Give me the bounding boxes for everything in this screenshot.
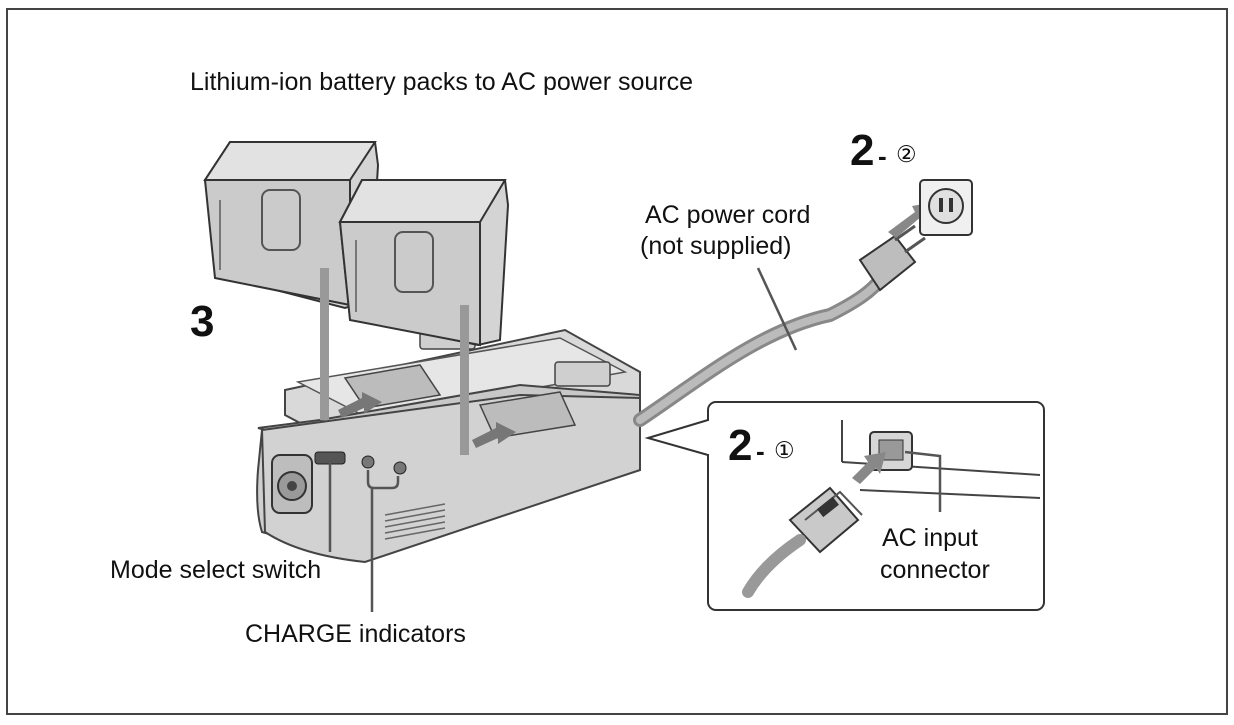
wall-outlet-icon xyxy=(919,179,973,236)
step-2-1-number: 2 xyxy=(728,421,752,470)
step-2-2-circle: ② xyxy=(896,141,917,167)
charge-indicators-label: CHARGE indicators xyxy=(245,620,466,648)
ac-input-label-1: AC input xyxy=(882,524,978,552)
mode-switch-label: Mode select switch xyxy=(110,556,321,584)
step-2-1-sep: - xyxy=(756,436,765,466)
ac-inlet-inset xyxy=(644,401,1045,611)
battery-guide-right xyxy=(460,305,469,455)
step-3-label: 3 xyxy=(190,297,214,346)
step-2-2-sep: - xyxy=(878,141,887,171)
diagram-frame xyxy=(6,8,1228,715)
battery-pack-icon xyxy=(203,141,510,347)
step-2-2-label: 2 - ② xyxy=(850,126,917,175)
ac-plug-icon xyxy=(858,224,926,292)
charge-indicators-bracket xyxy=(366,470,400,490)
power-cord-label-1: AC power cord xyxy=(645,201,810,229)
step-2-1-label: 2 - ① xyxy=(728,421,795,470)
power-cord-leader xyxy=(756,267,798,351)
power-cord-label-2: (not supplied) xyxy=(640,232,791,260)
step-2-1-circle: ① xyxy=(774,437,795,463)
diagram-title: Lithium-ion battery packs to AC power so… xyxy=(190,68,693,96)
charger-icon xyxy=(256,324,641,564)
ac-input-label-2: connector xyxy=(880,556,990,584)
ac-inlet-plug-icon xyxy=(742,486,863,598)
step-2-2-number: 2 xyxy=(850,126,874,175)
battery-guide-left xyxy=(320,268,329,420)
